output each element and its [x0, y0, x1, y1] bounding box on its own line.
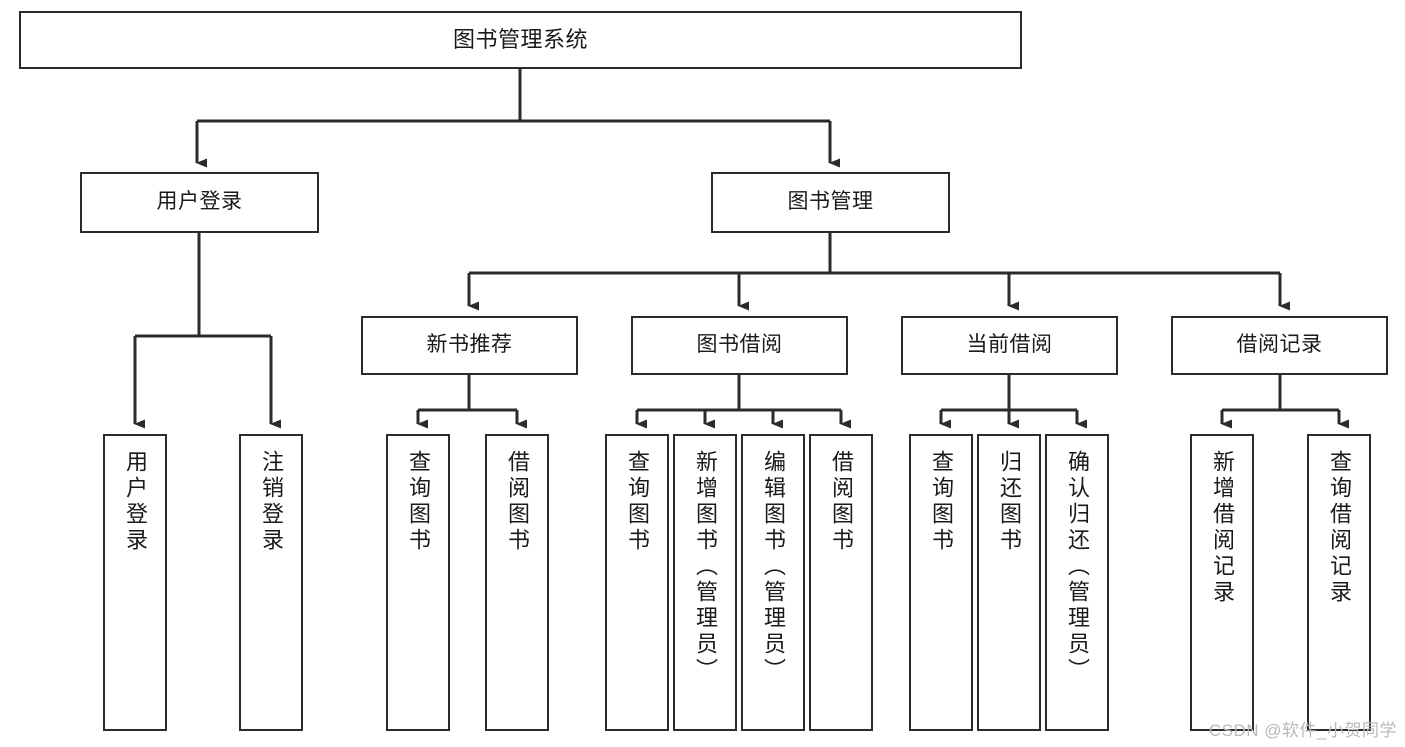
leaf-query-borrow-record[interactable]: 查询借阅记录 [1307, 434, 1371, 731]
leaf-book-borrow-add-book-admin[interactable]: 新增图书（管理员） [673, 434, 737, 731]
leaf-book-borrow-query-books[interactable]: 查询图书 [605, 434, 669, 731]
node-label: 编辑图书（管理员） [761, 450, 786, 684]
leaf-current-borrow-return-books[interactable]: 归还图书 [977, 434, 1041, 731]
node-label: 查询借阅记录 [1327, 450, 1352, 606]
node-label: 新增图书（管理员） [693, 450, 718, 684]
leaf-current-borrow-query-books[interactable]: 查询图书 [909, 434, 973, 731]
node-label: 用户登录 [156, 190, 243, 214]
node-label: 注销登录 [259, 450, 284, 554]
node-label: 借阅图书 [505, 450, 530, 554]
node-label: 归还图书 [997, 450, 1022, 554]
node-label: 用户登录 [123, 450, 148, 554]
node-user-login[interactable]: 用户登录 [80, 172, 319, 233]
leaf-current-borrow-confirm-return-admin[interactable]: 确认归还（管理员） [1045, 434, 1109, 731]
leaf-new-book-borrow-books[interactable]: 借阅图书 [485, 434, 549, 731]
node-label: 借阅图书 [829, 450, 854, 554]
leaf-book-borrow-edit-book-admin[interactable]: 编辑图书（管理员） [741, 434, 805, 731]
node-label: 确认归还（管理员） [1065, 450, 1090, 684]
leaf-logout[interactable]: 注销登录 [239, 434, 303, 731]
node-label: 图书借阅 [696, 333, 783, 357]
csdn-watermark: CSDN @软件_小贺同学 [1208, 721, 1397, 740]
node-label: 图书管理系统 [452, 27, 588, 53]
node-label: 查询图书 [406, 450, 431, 554]
node-book-management[interactable]: 图书管理 [711, 172, 950, 233]
node-label: 借阅记录 [1236, 333, 1323, 357]
node-current-borrowing[interactable]: 当前借阅 [901, 316, 1118, 375]
node-label: 图书管理 [787, 190, 874, 214]
node-borrowing-records[interactable]: 借阅记录 [1171, 316, 1388, 375]
leaf-new-book-query-books[interactable]: 查询图书 [386, 434, 450, 731]
node-book-borrowing[interactable]: 图书借阅 [631, 316, 848, 375]
leaf-add-borrow-record[interactable]: 新增借阅记录 [1190, 434, 1254, 731]
leaf-user-login[interactable]: 用户登录 [103, 434, 167, 731]
node-root-book-management-system[interactable]: 图书管理系统 [19, 11, 1022, 69]
leaf-book-borrow-borrow-books[interactable]: 借阅图书 [809, 434, 873, 731]
node-label: 查询图书 [929, 450, 954, 554]
node-label: 新书推荐 [426, 333, 513, 357]
node-label: 新增借阅记录 [1210, 450, 1235, 606]
node-label: 当前借阅 [966, 333, 1053, 357]
node-label: 查询图书 [625, 450, 650, 554]
node-new-book-recommendation[interactable]: 新书推荐 [361, 316, 578, 375]
